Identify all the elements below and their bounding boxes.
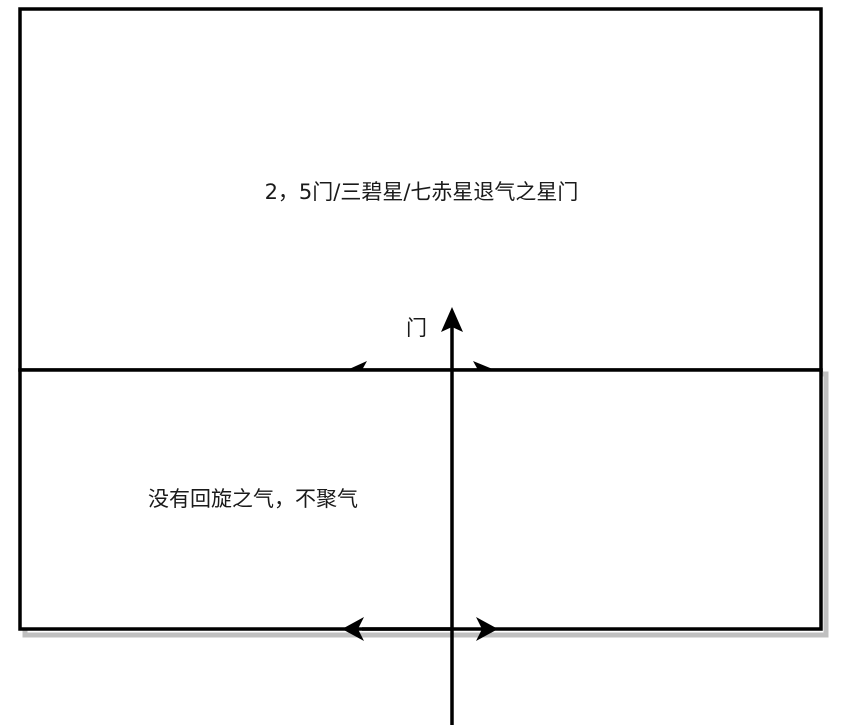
- door-split-arrows: [347, 361, 495, 370]
- arrow-right-icon: [476, 617, 498, 641]
- arrow-left-icon: [342, 617, 364, 641]
- lower-room-label: 没有回旋之气，不聚气: [148, 487, 358, 511]
- arrow-left-icon: [347, 361, 367, 370]
- door-label: 门: [406, 316, 427, 340]
- bottom-split-arrows: [342, 617, 498, 641]
- upward-flow-arrow: [441, 307, 463, 725]
- upper-room-label: 2，5门/三碧星/七赤星退气之星门: [264, 180, 579, 204]
- arrow-up-icon: [441, 307, 463, 332]
- lower-room-box: [18, 368, 823, 631]
- arrow-right-icon: [473, 361, 495, 370]
